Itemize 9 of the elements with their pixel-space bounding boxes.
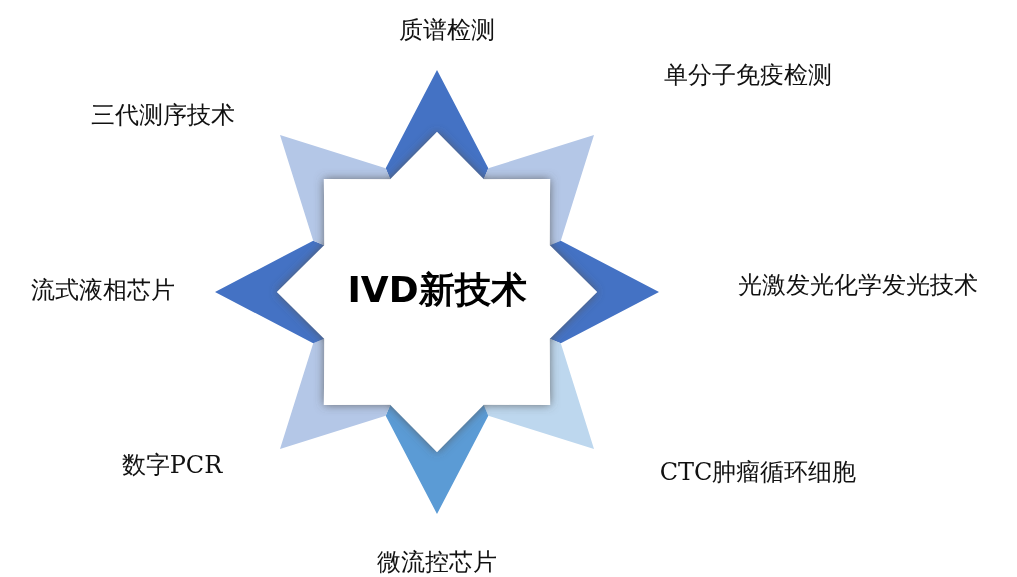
technology-label: CTC肿瘤循环细胞 bbox=[659, 457, 857, 487]
technology-label: 三代测序技术 bbox=[91, 100, 235, 130]
technology-label: 单分子免疫检测 bbox=[664, 60, 832, 90]
technology-label: 质谱检测 bbox=[399, 15, 495, 45]
technology-label: 流式液相芯片 bbox=[31, 275, 175, 305]
technology-label: 光激发光化学发光技术 bbox=[738, 270, 978, 300]
technology-label: 微流控芯片 bbox=[377, 547, 497, 577]
technology-label: 数字PCR bbox=[121, 450, 223, 480]
center-title: IVD新技术 bbox=[347, 267, 527, 312]
